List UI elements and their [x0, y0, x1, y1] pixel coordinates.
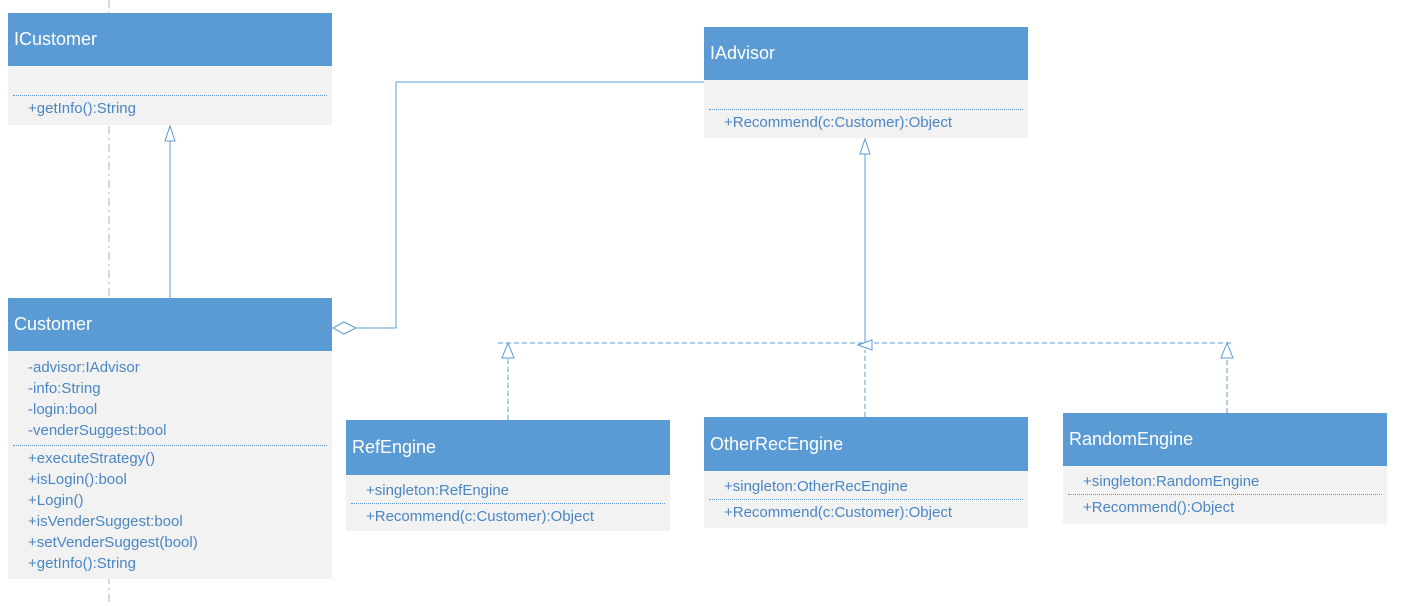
method: +Recommend(c:Customer):Object	[724, 114, 952, 131]
attribute: -info:String	[28, 380, 101, 397]
attributes-section: +singleton:OtherRecEngine	[704, 471, 1028, 499]
method: +getInfo():String	[28, 100, 136, 117]
section-divider	[13, 445, 327, 446]
methods-section: +Recommend(c:Customer):Object	[346, 504, 670, 527]
method: +Recommend():Object	[1083, 499, 1235, 516]
methods-section: +executeStrategy() +isLogin():bool +Logi…	[8, 446, 332, 574]
class-name-customer: Customer	[8, 298, 332, 351]
class-box-iadvisor[interactable]: IAdvisor +Recommend(c:Customer):Object	[704, 27, 1028, 138]
generalization-arrowhead-icustomer	[164, 124, 176, 142]
method: +Recommend(c:Customer):Object	[724, 504, 952, 521]
attribute: +singleton:OtherRecEngine	[724, 478, 908, 495]
realization-arrowhead-center	[856, 339, 873, 351]
class-box-customer[interactable]: Customer -advisor:IAdvisor -info:String …	[8, 298, 332, 579]
attribute: +singleton:RefEngine	[366, 482, 510, 499]
attribute: +singleton:RandomEngine	[1083, 473, 1260, 490]
class-name-iadvisor: IAdvisor	[704, 27, 1028, 80]
attributes-section: +singleton:RefEngine	[346, 475, 670, 503]
section-divider	[1068, 494, 1382, 495]
methods-section: +Recommend(c:Customer):Object	[704, 500, 1028, 523]
section-divider	[351, 503, 665, 504]
class-box-refengine[interactable]: RefEngine +singleton:RefEngine +Recommen…	[346, 420, 670, 531]
section-divider	[13, 95, 327, 96]
realization-arrowhead-randomengine	[1220, 341, 1234, 359]
methods-section: +Recommend(c:Customer):Object	[704, 110, 1028, 133]
methods-section: +Recommend():Object	[1063, 495, 1387, 518]
section-divider	[709, 499, 1023, 500]
method: +getInfo():String	[28, 555, 136, 572]
aggregation-line-customer-iadvisor	[356, 81, 704, 329]
class-box-otherrecengine[interactable]: OtherRecEngine +singleton:OtherRecEngine…	[704, 417, 1028, 528]
attribute: -venderSuggest:bool	[28, 422, 167, 439]
methods-section: +getInfo():String	[8, 96, 332, 119]
attribute: -advisor:IAdvisor	[28, 359, 140, 376]
aggregation-diamond	[331, 321, 358, 335]
attributes-section: +singleton:RandomEngine	[1063, 466, 1387, 494]
method: +Login()	[28, 492, 84, 509]
class-box-randomengine[interactable]: RandomEngine +singleton:RandomEngine +Re…	[1063, 413, 1387, 524]
method: +Recommend(c:Customer):Object	[366, 508, 594, 525]
attributes-section: -advisor:IAdvisor -info:String -login:bo…	[8, 351, 332, 445]
class-name-otherrecengine: OtherRecEngine	[704, 417, 1028, 471]
class-name-refengine: RefEngine	[346, 420, 670, 475]
method: +isVenderSuggest:bool	[28, 513, 183, 530]
generalization-arrowhead-iadvisor	[859, 137, 871, 155]
class-box-icustomer[interactable]: ICustomer +getInfo():String	[8, 13, 332, 125]
method: +isLogin():bool	[28, 471, 127, 488]
section-divider	[709, 109, 1023, 110]
attributes-section	[704, 80, 1028, 109]
realization-arrowhead-refengine	[501, 341, 515, 359]
class-name-randomengine: RandomEngine	[1063, 413, 1387, 466]
method: +setVenderSuggest(bool)	[28, 534, 198, 551]
attribute: -login:bool	[28, 401, 98, 418]
method: +executeStrategy()	[28, 450, 156, 467]
attributes-section	[8, 66, 332, 95]
class-name-icustomer: ICustomer	[8, 13, 332, 66]
